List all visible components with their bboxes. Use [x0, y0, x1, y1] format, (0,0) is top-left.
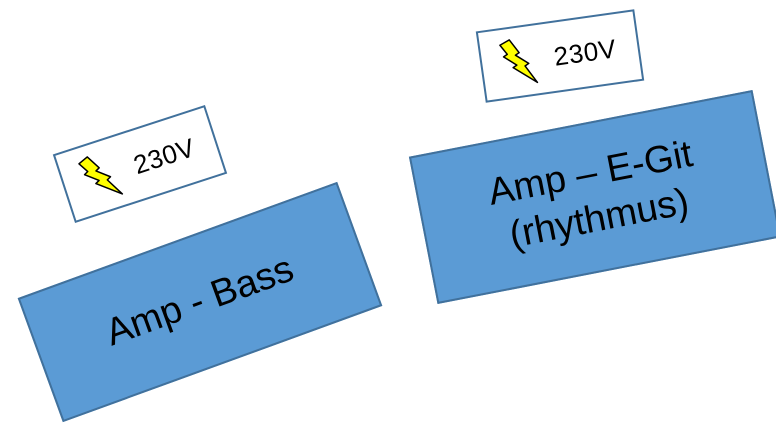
voltage-label: 230V [129, 131, 199, 180]
voltage-label: 230V [551, 32, 619, 72]
amp-box-egit: Amp – E-Git (rhythmus) [408, 89, 776, 305]
power-tag-bass: 230V [52, 105, 228, 223]
power-tag-egit: 230V [475, 9, 645, 103]
amp-label-bass: Amp - Bass [100, 247, 300, 355]
amp-label-egit: Amp – E-Git (rhythmus) [485, 133, 706, 262]
lightning-bolt-icon [499, 39, 539, 84]
lightning-bolt-icon [78, 156, 124, 195]
amp-box-bass: Amp - Bass [17, 181, 383, 423]
